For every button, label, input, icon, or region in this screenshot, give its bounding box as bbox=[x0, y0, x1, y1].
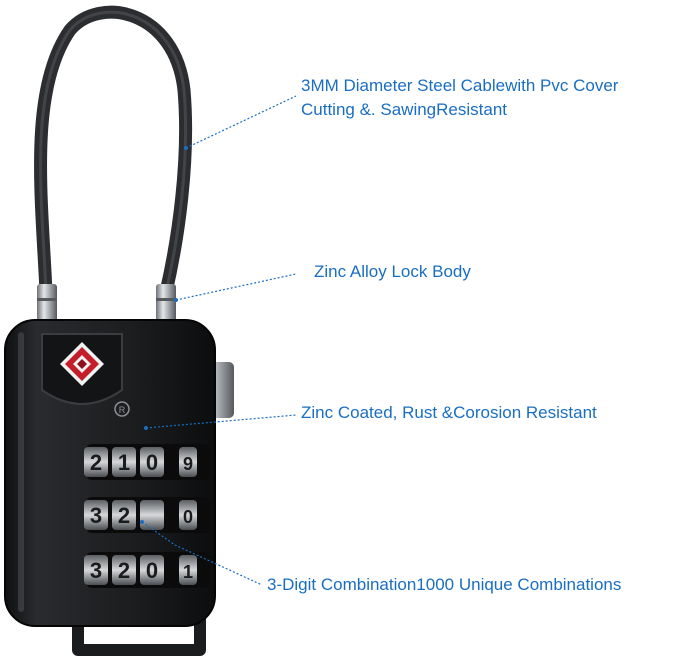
dial-wheel[interactable] bbox=[112, 500, 136, 530]
dial-digit: 1 bbox=[118, 450, 130, 475]
dial-digit: 2 bbox=[90, 450, 102, 475]
steel-cable bbox=[34, 5, 193, 299]
left-ferrule bbox=[37, 284, 57, 330]
dial-digit: 2 bbox=[118, 558, 130, 583]
dial-wheel[interactable] bbox=[112, 447, 136, 477]
dial-wheel[interactable] bbox=[179, 447, 197, 477]
dial-digit: 0 bbox=[146, 450, 158, 475]
cable-callout-label: 3MM Diameter Steel Cablewith Pvc Cover C… bbox=[301, 74, 618, 122]
bottom-loop bbox=[72, 606, 206, 656]
dial-digit: 1 bbox=[183, 562, 193, 582]
dial-digit: 0 bbox=[146, 558, 158, 583]
dial-digit: 9 bbox=[183, 454, 193, 474]
dial-digit: 3 bbox=[90, 558, 102, 583]
combination-callout-label: 3-Digit Combination1000 Unique Combinati… bbox=[267, 575, 622, 594]
dial-wheel[interactable] bbox=[140, 500, 164, 530]
tsa-diamond-icon bbox=[60, 342, 104, 386]
dial-wheel[interactable] bbox=[84, 555, 108, 585]
cable-callout-line2: Cutting &. SawingResistant bbox=[301, 100, 507, 119]
coating-callout-label: Zinc Coated, Rust &Corosion Resistant bbox=[301, 403, 597, 422]
dial-digit: 0 bbox=[183, 507, 193, 527]
dial-wheel[interactable] bbox=[112, 555, 136, 585]
registered-mark-text: R bbox=[119, 405, 126, 415]
cable-callout-line1: 3MM Diameter Steel Cablewith Pvc Cover bbox=[301, 76, 619, 95]
dial-wheel[interactable] bbox=[84, 447, 108, 477]
dial-digit: 2 bbox=[118, 503, 130, 528]
body-callout-label: Zinc Alloy Lock Body bbox=[314, 262, 471, 281]
dial-digit: 3 bbox=[90, 503, 102, 528]
dial-wheel[interactable] bbox=[140, 447, 164, 477]
registered-mark-icon bbox=[114, 401, 130, 417]
right-ferrule bbox=[156, 284, 176, 330]
dial-wheel[interactable] bbox=[84, 500, 108, 530]
